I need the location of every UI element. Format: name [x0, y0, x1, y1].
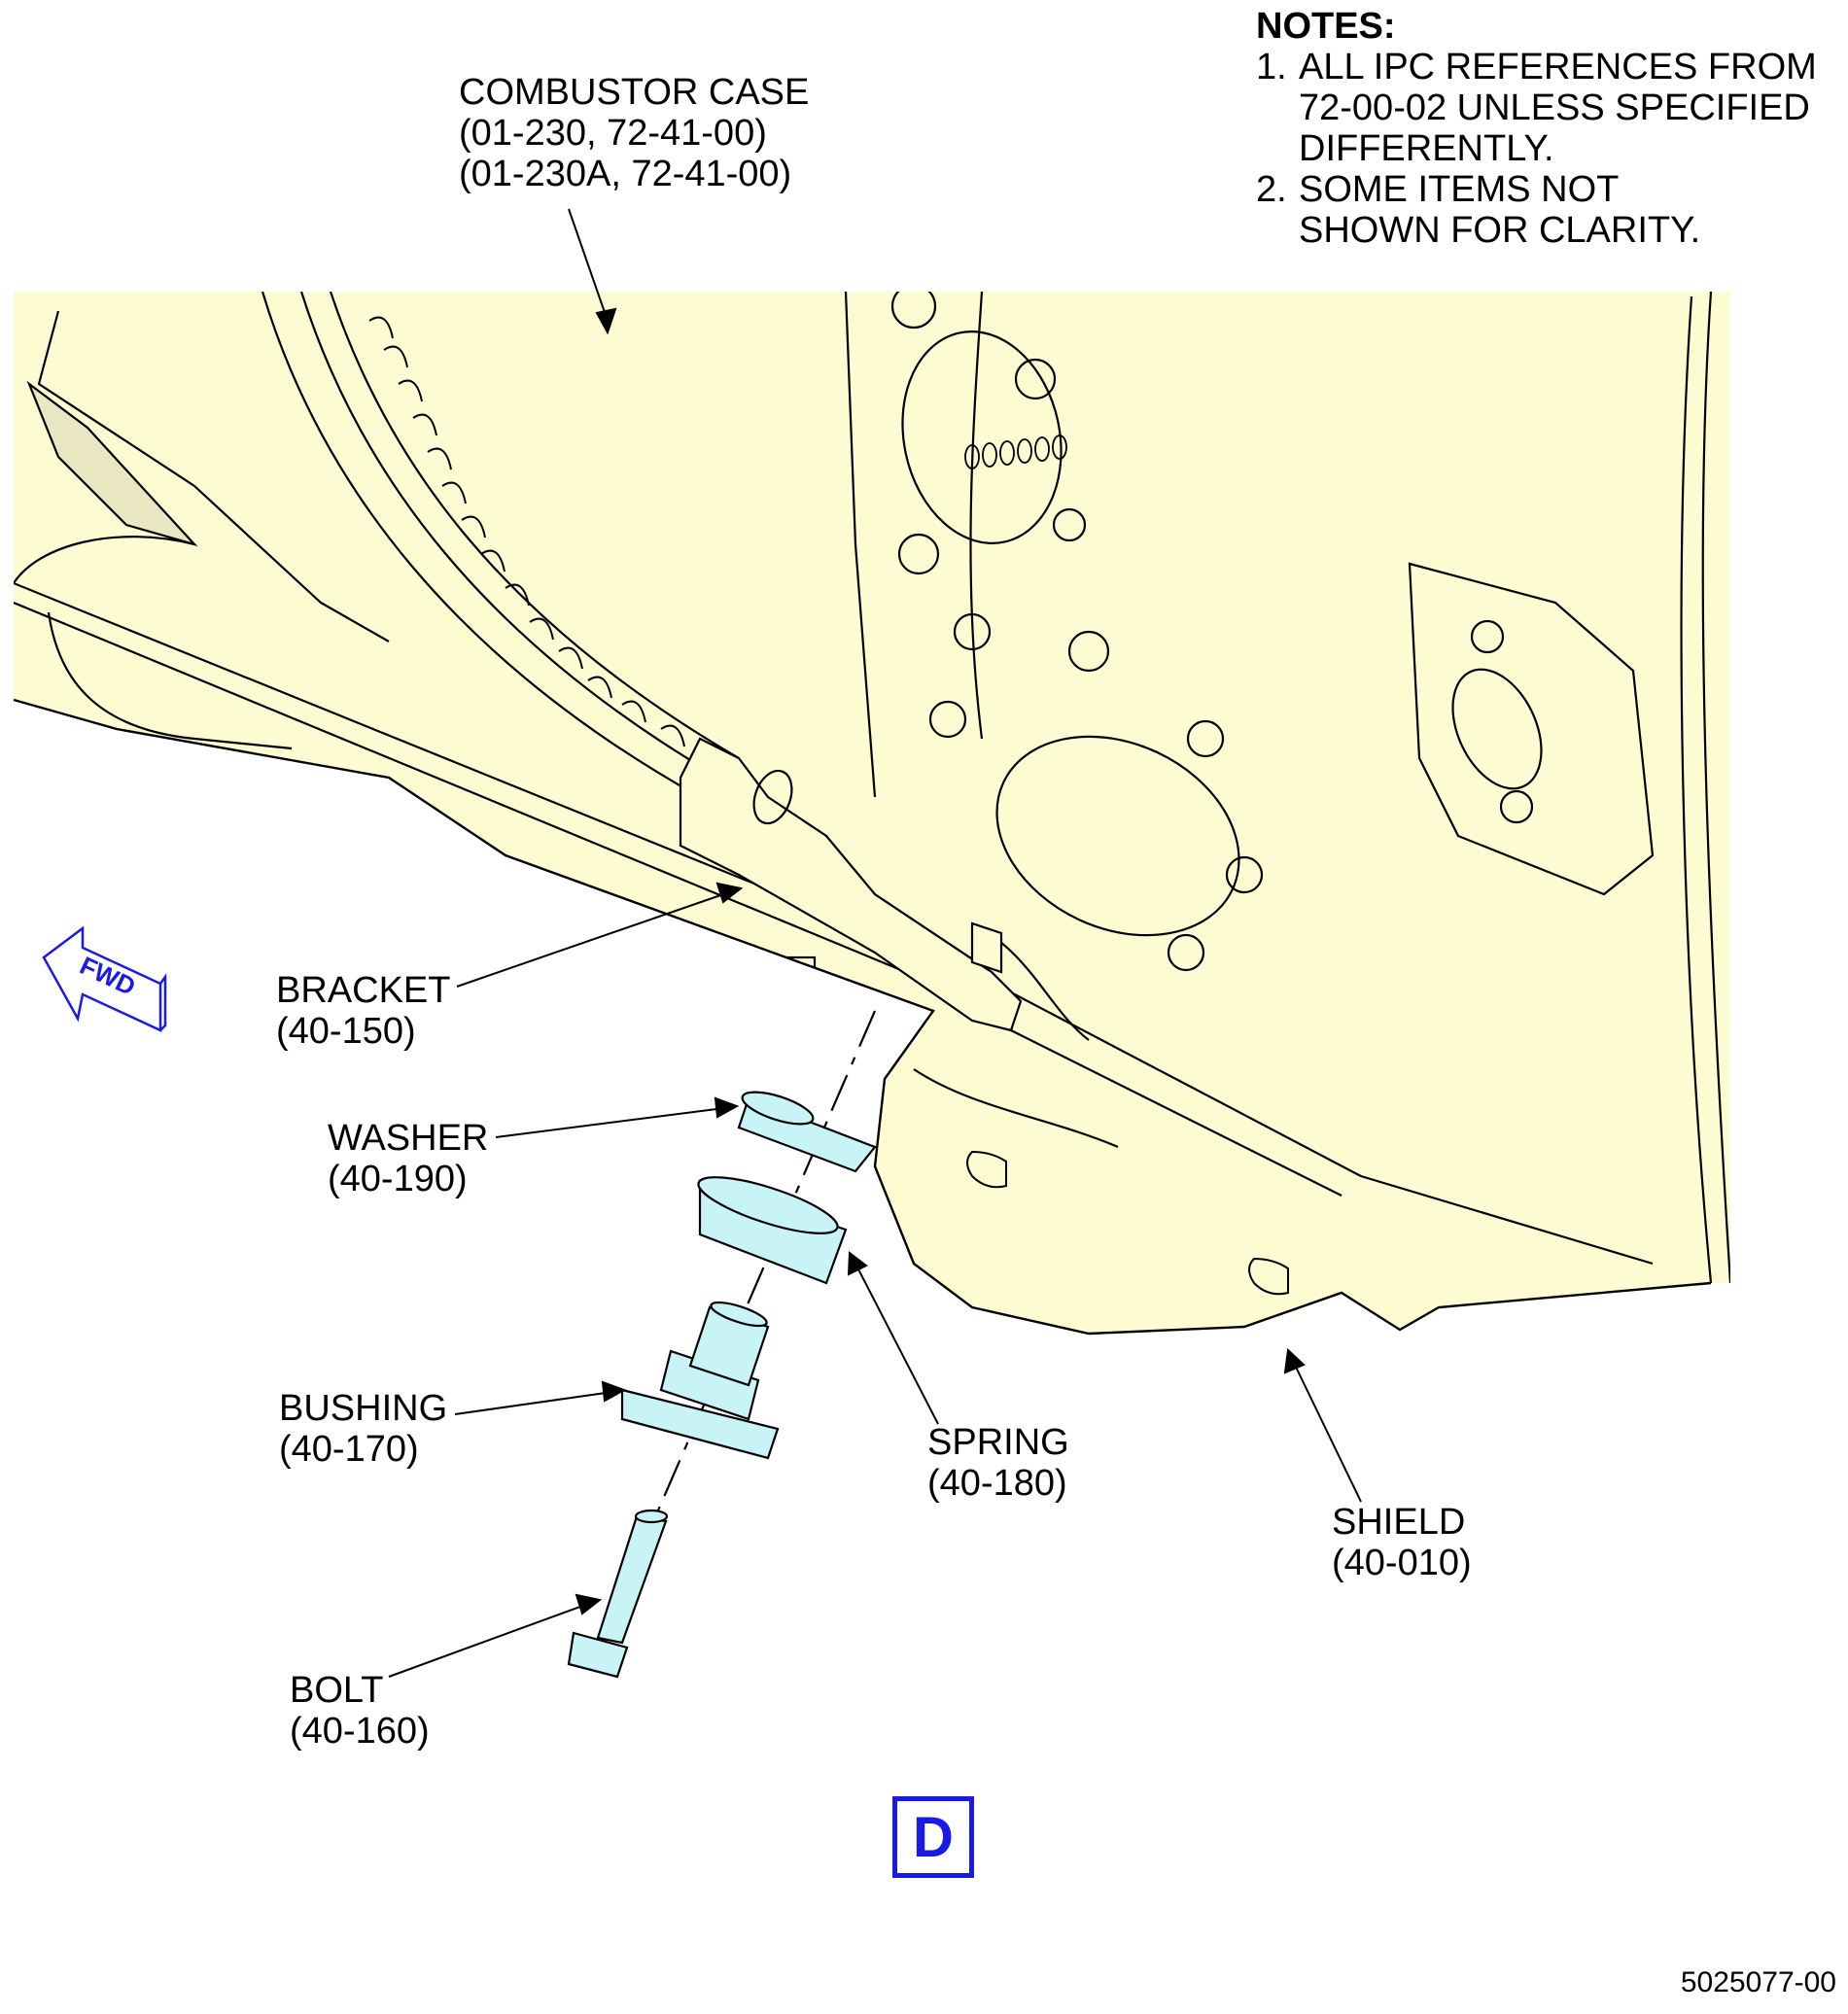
leader-lines [388, 208, 1362, 1678]
callout-spring: SPRING (40-180) [927, 1422, 1069, 1504]
exploded-parts [567, 1010, 877, 1679]
callout-bolt: BOLT (40-160) [290, 1670, 430, 1752]
callout-combustor-case: COMBUSTOR CASE (01-230, 72-41-00) (01-23… [459, 72, 810, 194]
note-item-2: 2. SOME ITEMS NOT SHOWN FOR CLARITY. [1256, 169, 1701, 251]
callout-shield: SHIELD (40-010) [1332, 1502, 1472, 1583]
view-label-box: D [892, 1796, 974, 1878]
note-item-1: 1. ALL IPC REFERENCES FROM 72-00-02 UNLE… [1256, 47, 1817, 169]
spring-part [697, 1176, 848, 1285]
notes-header: NOTES: [1256, 6, 1396, 47]
callout-bracket: BRACKET (40-150) [276, 970, 451, 1052]
bushing-part [620, 1301, 780, 1460]
notes-block: NOTES: 1. ALL IPC REFERENCES FROM 72-00-… [1256, 6, 1817, 251]
figure-number: 5025077-00 [1680, 1966, 1836, 1998]
callout-bushing: BUSHING (40-170) [279, 1388, 448, 1470]
combustor-assembly [13, 292, 1730, 1336]
washer-part [737, 1091, 877, 1173]
bolt-part [567, 1509, 669, 1679]
case-ribs [368, 316, 685, 747]
view-label: D [913, 1805, 954, 1869]
fwd-arrow-icon: FWD [42, 925, 167, 1032]
callout-washer: WASHER (40-190) [328, 1118, 489, 1199]
